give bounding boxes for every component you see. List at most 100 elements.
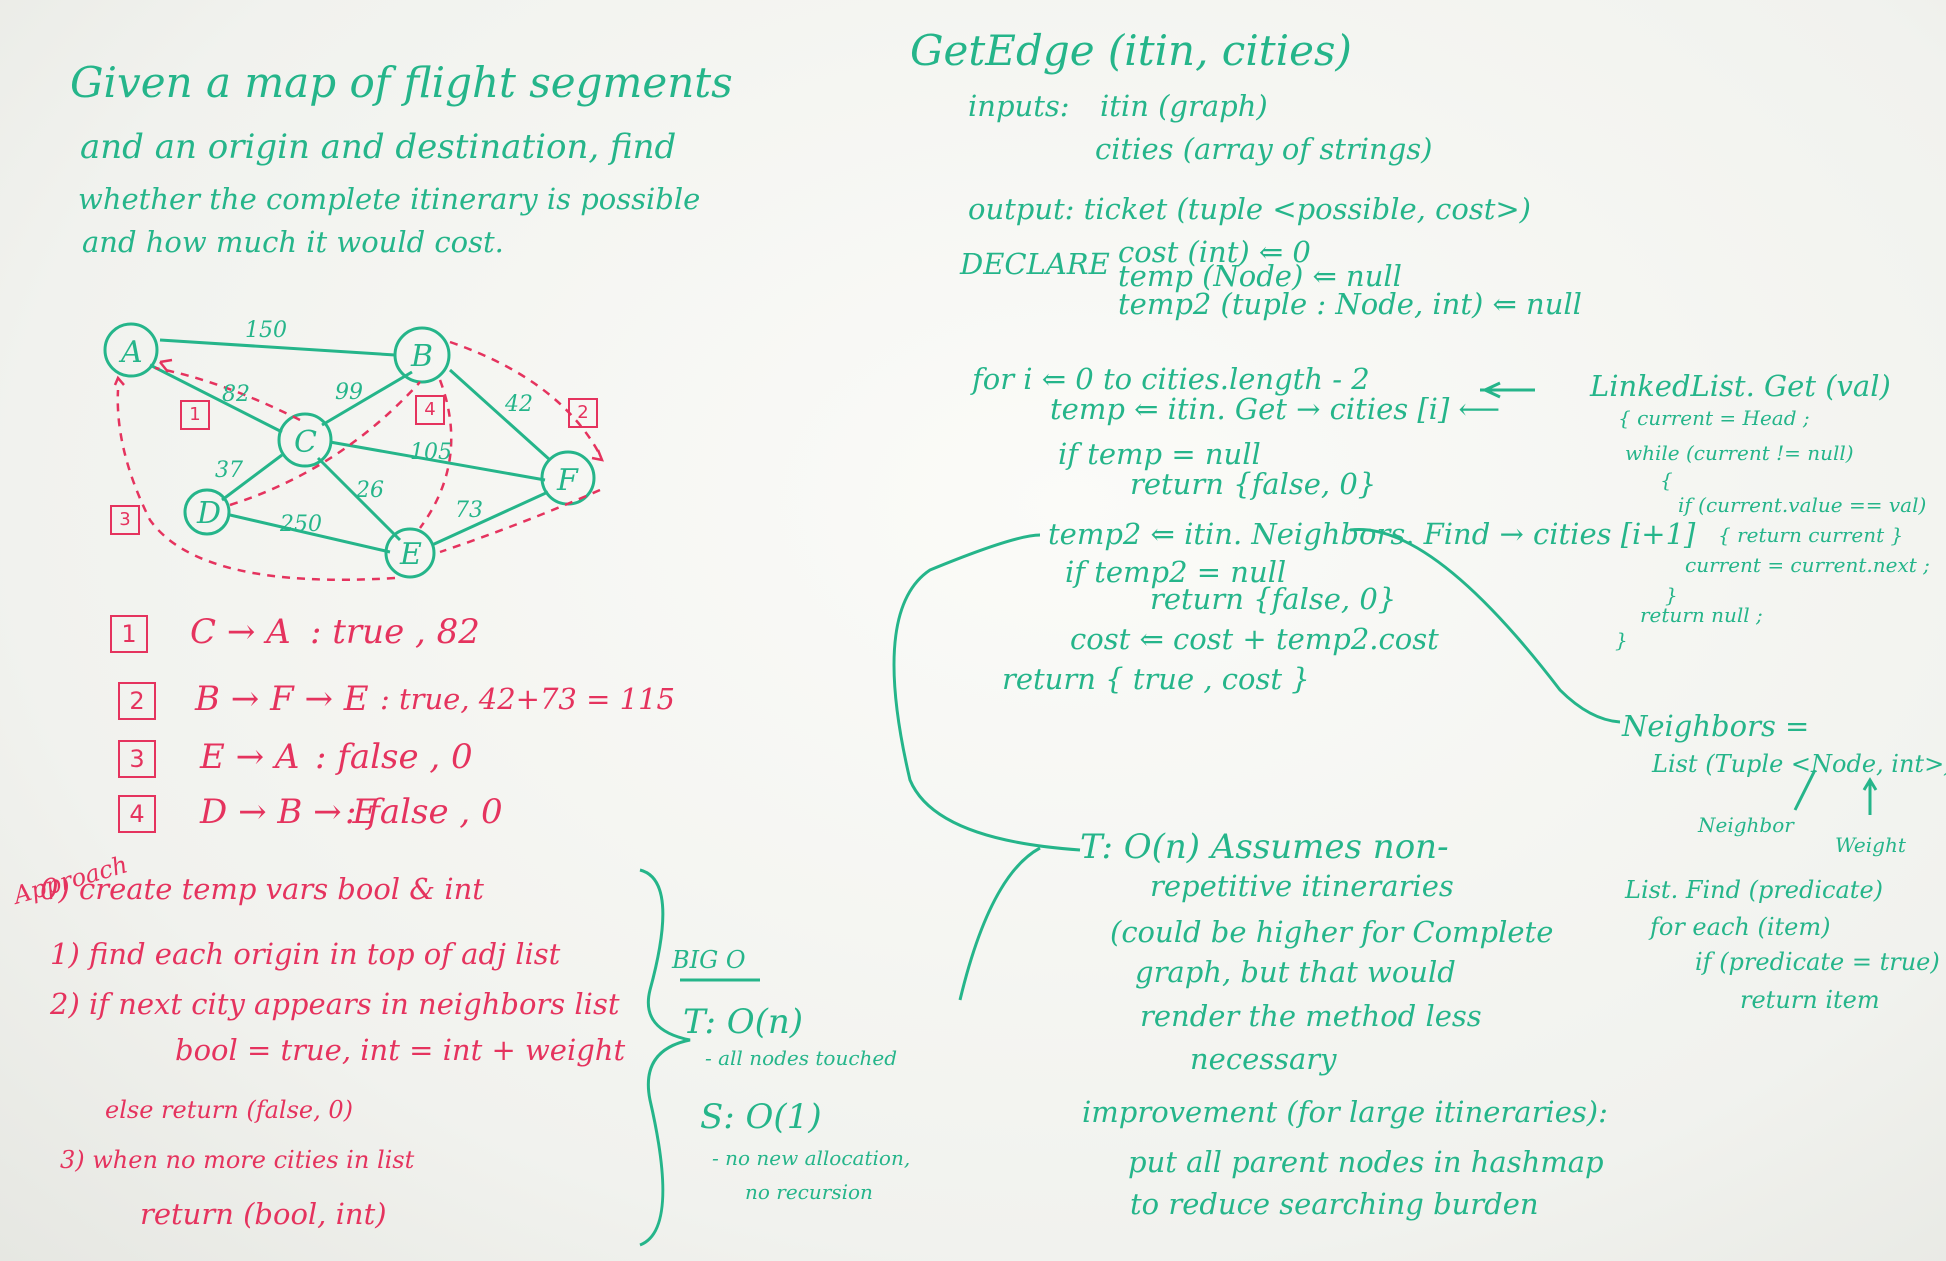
pseudo-line-2: if temp = null [1058, 437, 1261, 471]
node-e [384, 527, 436, 579]
node-f-label: F [556, 463, 579, 498]
example-3-route: E → A [200, 737, 300, 777]
example-1-route: C → A [190, 612, 291, 652]
route-marker-2: 2 [568, 398, 598, 428]
route-3-path [116, 389, 396, 581]
bigo-space: S: O(1) [700, 1097, 822, 1137]
weight-f-e: 73 [455, 498, 483, 523]
approach-step-3: bool = true, int = int + weight [175, 1033, 626, 1067]
complexity-line-2: repetitive itineraries [1150, 869, 1454, 903]
linkedlist-title: LinkedList. Get (val) [1590, 369, 1891, 403]
example-2-route: B → F → E [195, 679, 369, 719]
complexity-improvement-2: put all parent nodes in hashmap [1128, 1145, 1604, 1179]
linkedlist-line-4: if (current.value == val) [1678, 493, 1927, 517]
complexity-improvement-1: improvement (for large itineraries): [1082, 1095, 1608, 1129]
pseudo-line-1: temp ⇐ itin. Get → cities [i] ⟵ [1050, 392, 1501, 426]
weight-a-c: 82 [222, 382, 250, 407]
route-3-arrow [113, 375, 125, 386]
edge-a-c [149, 363, 283, 434]
complexity-line-5: render the method less [1140, 999, 1482, 1033]
pseudo-line-6: return {false, 0} [1150, 582, 1397, 616]
linkedlist-line-6: current = current.next ; [1685, 553, 1930, 577]
problem-line-3: whether the complete itinerary is possib… [78, 182, 701, 216]
node-b-label: B [410, 339, 433, 374]
route-1-path [154, 366, 301, 422]
node-d [183, 488, 231, 536]
edge-c-d [221, 453, 283, 502]
linkedlist-line-3: { [1660, 468, 1673, 492]
edge-b-c [321, 370, 413, 427]
approach-brace [639, 868, 691, 1247]
pseudo-inputs-label: inputs: [968, 89, 1070, 123]
linkedlist-line-7: } [1665, 583, 1678, 607]
linkedlist-line-1: { current = Head ; [1618, 406, 1810, 430]
pseudo-declare: DECLARE [960, 247, 1110, 281]
example-1-num: 1 [110, 615, 148, 653]
edge-c-e [316, 456, 402, 542]
weight-a-b: 150 [245, 318, 287, 343]
edge-d-e [229, 513, 391, 554]
linkedlist-line-9: } [1615, 628, 1628, 652]
edge-a-b [159, 338, 396, 357]
bigo-space-note-1: - no new allocation, [712, 1146, 911, 1170]
pseudo-input-2: cities (array of strings) [1095, 132, 1433, 166]
weight-d-e: 250 [280, 512, 322, 537]
pseudo-for: for i ⇐ 0 to cities.length - 2 [972, 362, 1370, 396]
bigo-space-note-2: no recursion [745, 1180, 873, 1204]
route-2b-path [439, 488, 601, 554]
neighbors-neighbor: Neighbor [1698, 813, 1794, 837]
pseudo-decl-2: temp (Node) ⇐ null [1118, 259, 1402, 293]
edge-c-f [329, 440, 546, 482]
listfind-line-1: List. Find (predicate) [1625, 876, 1884, 904]
route-2-arrow [591, 449, 605, 462]
node-c-label: C [294, 425, 317, 460]
approach-connector [958, 846, 1041, 1001]
node-d-label: D [196, 496, 221, 531]
pseudo-input-1: itin (graph) [1100, 89, 1268, 123]
pseudo-line-8: return { true , cost } [1002, 662, 1310, 696]
listfind-line-4: return item [1740, 986, 1880, 1014]
neighbors-connector [1349, 527, 1621, 724]
route-marker-3: 3 [110, 505, 140, 535]
route-marker-4: 4 [415, 395, 445, 425]
problem-line-1: Given a map of flight segments [70, 58, 733, 107]
neighbor-pointer [1793, 769, 1817, 811]
bigo-time-note: - all nodes touched [705, 1046, 898, 1070]
weight-c-f: 105 [410, 440, 452, 465]
complexity-line-6: necessary [1190, 1042, 1337, 1076]
node-a [103, 322, 159, 378]
problem-line-4: and how much it would cost. [82, 225, 504, 259]
weight-b-f: 42 [505, 392, 533, 417]
complexity-line-4: graph, but that would [1135, 955, 1456, 989]
weight-c-e: 26 [356, 478, 384, 503]
linkedlist-arrowhead [1481, 381, 1501, 399]
approach-step-1: 1) find each origin in top of adj list [50, 937, 561, 971]
example-4-result: : false , 0 [345, 792, 503, 832]
approach-step-4: else return (false, 0) [105, 1096, 354, 1124]
example-4-num: 4 [118, 795, 156, 833]
neighbors-line-1: Neighbors = [1622, 709, 1810, 743]
bigo-time: T: O(n) [683, 1002, 804, 1042]
example-4-route: D → B → E [200, 792, 378, 832]
weight-b-c: 99 [335, 380, 363, 405]
complexity-line-1: T: O(n) Assumes non- [1080, 827, 1449, 867]
pseudo-line-4: temp2 ⇐ itin. Neighbors. Find → cities [… [1048, 517, 1696, 551]
listfind-line-3: if (predicate = true) [1695, 948, 1940, 976]
neighbors-weight: Weight [1835, 833, 1906, 857]
weight-arrowhead [1862, 777, 1878, 791]
pseudo-output: output: ticket (tuple <possible, cost>) [968, 192, 1531, 226]
bigo-title: BIG O [672, 946, 746, 974]
edge-f-e [431, 490, 549, 547]
route-4-path [229, 381, 421, 507]
example-2-result: : true, 42+73 = 115 [380, 682, 675, 716]
node-c [277, 412, 333, 468]
pseudo-header: GetEdge (itin, cities) [910, 26, 1352, 75]
example-3-result: : false , 0 [315, 737, 473, 777]
pseudo-decl-1: cost (int) ⇐ 0 [1118, 235, 1311, 269]
route-marker-1: 1 [180, 400, 210, 430]
pseudo-decl-3: temp2 (tuple : Node, int) ⇐ null [1118, 287, 1582, 321]
approach-step-0: 0) create temp vars bool & int [40, 872, 484, 906]
problem-line-2: and an origin and destination, find [80, 127, 677, 167]
